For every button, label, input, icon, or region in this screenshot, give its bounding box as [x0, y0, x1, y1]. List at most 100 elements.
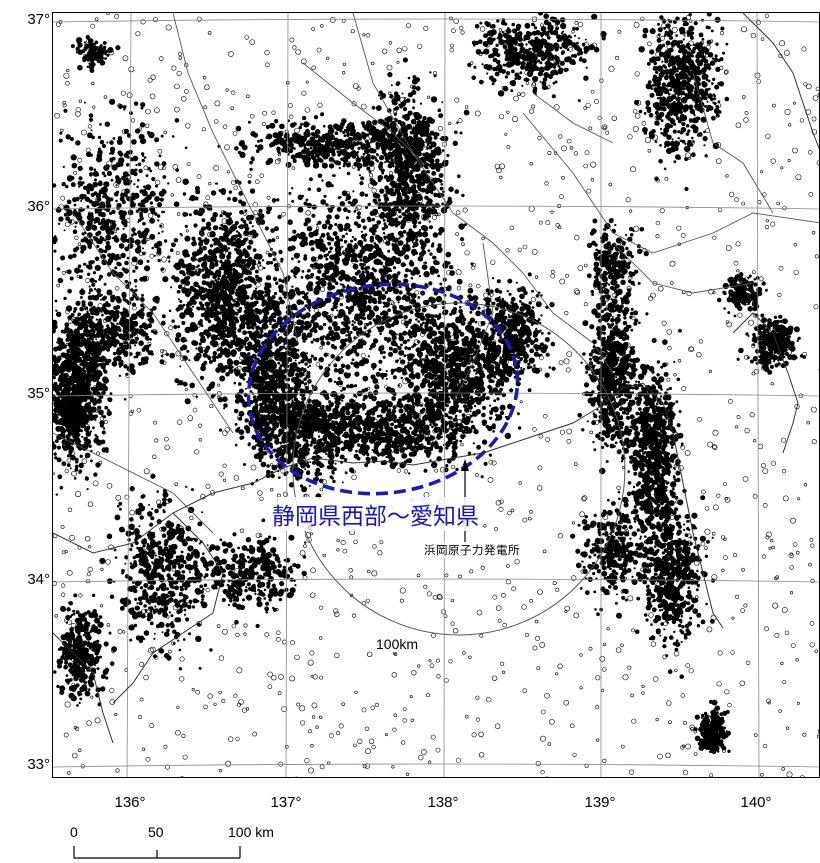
epicenter-mark — [317, 269, 322, 274]
epicenter-mark — [269, 454, 274, 459]
epicenter-mark — [258, 456, 262, 460]
epicenter-mark — [353, 393, 357, 398]
epicenter-mark — [428, 225, 434, 230]
epicenter-mark — [57, 366, 61, 369]
epicenter-mark — [73, 350, 76, 353]
epicenter-mark — [415, 318, 418, 321]
epicenter-mark — [374, 301, 377, 305]
epicenter-mark — [256, 327, 260, 330]
epicenter-mark — [201, 273, 208, 280]
epicenter-mark — [120, 316, 127, 323]
epicenter-mark — [223, 270, 229, 276]
epicenter-mark — [319, 336, 325, 341]
epicenter-mark — [186, 270, 191, 275]
epicenter-mark — [293, 230, 296, 233]
epicenter-mark — [201, 218, 206, 223]
epicenter-mark — [383, 235, 387, 240]
epicenter-mark — [255, 287, 258, 290]
epicenter-mark — [382, 272, 387, 277]
epicenter-mark — [81, 368, 84, 371]
epicenter-mark — [326, 232, 330, 236]
epicenter-mark — [53, 377, 56, 380]
epicenter-mark — [53, 365, 57, 372]
epicenter-mark — [345, 334, 348, 337]
epicenter-mark — [178, 380, 184, 386]
epicenter-mark — [205, 345, 211, 351]
epicenter-mark — [234, 291, 240, 297]
epicenter-mark — [245, 387, 247, 390]
epicenter-mark — [243, 463, 246, 466]
epicenter-mark — [421, 231, 429, 238]
epicenter-mark — [422, 208, 425, 211]
epicenter-mark — [320, 199, 327, 205]
epicenter-mark — [438, 173, 444, 178]
epicenter-mark — [266, 469, 271, 475]
epicenter-mark — [362, 312, 366, 317]
epicenter-mark — [73, 436, 80, 443]
epicenter-mark — [272, 369, 279, 376]
epicenter-mark — [407, 92, 413, 98]
epicenter-mark — [53, 446, 55, 449]
epicenter-mark — [97, 405, 102, 410]
epicenter-mark — [123, 398, 127, 401]
epicenter-mark — [197, 258, 202, 263]
epicenter-mark — [410, 293, 417, 299]
epicenter-mark — [239, 224, 244, 230]
epicenter-mark — [203, 360, 208, 365]
epicenter-mark — [122, 350, 129, 356]
epicenter-mark — [323, 194, 327, 198]
epicenter-mark — [74, 464, 79, 469]
epicenter-mark — [79, 454, 83, 458]
epicenter-mark — [265, 275, 272, 281]
epicenter-mark — [353, 244, 359, 250]
epicenter-mark — [294, 359, 297, 362]
epicenter-mark — [124, 338, 128, 341]
epicenter-mark — [84, 384, 91, 391]
epicenter-mark — [391, 273, 399, 280]
epicenter-mark — [239, 435, 244, 440]
epicenter-mark — [246, 426, 251, 431]
epicenter-mark — [299, 325, 305, 331]
epicenter-mark — [86, 310, 89, 313]
epicenter-mark — [338, 226, 344, 232]
epicenter-mark — [222, 339, 226, 343]
epicenter-mark — [356, 215, 361, 220]
epicenter-mark — [341, 190, 348, 197]
epicenter-mark — [109, 309, 115, 315]
epicenter-mark — [419, 239, 424, 244]
epicenter-mark — [350, 239, 354, 243]
epicenter-mark — [395, 188, 399, 192]
epicenter-mark — [224, 234, 228, 238]
epicenter-mark — [313, 329, 318, 334]
epicenter-mark — [271, 295, 276, 299]
epicenter-mark — [348, 311, 352, 315]
epicenter-mark — [189, 289, 192, 292]
epicenter-mark — [334, 214, 340, 220]
epicenter-mark — [424, 195, 429, 200]
epicenter-mark — [186, 349, 190, 353]
epicenter-mark — [458, 223, 465, 230]
epicenter-mark — [309, 443, 313, 447]
epicenter-mark — [207, 249, 213, 255]
epicenter-mark — [382, 231, 386, 235]
epicenter-mark — [225, 282, 231, 288]
epicenter-mark — [260, 356, 266, 362]
epicenter-mark — [204, 310, 210, 316]
epicenter-mark — [356, 223, 362, 229]
epicenter-mark — [376, 220, 382, 225]
epicenter-mark — [408, 301, 412, 304]
epicenter-mark — [277, 333, 280, 336]
epicenter-mark — [70, 351, 74, 355]
epicenter-mark — [377, 178, 382, 183]
epicenter-mark — [333, 368, 339, 373]
epicenter-mark — [401, 174, 409, 182]
epicenter-mark — [202, 261, 208, 266]
epicenter-mark — [417, 320, 421, 323]
epicenter-mark — [317, 263, 324, 269]
epicenter-mark — [397, 346, 402, 351]
epicenter-mark — [291, 187, 294, 190]
epicenter-mark — [354, 313, 360, 319]
epicenter-mark — [95, 318, 98, 321]
epicenter-mark — [211, 326, 215, 330]
epicenter-mark — [264, 333, 268, 337]
